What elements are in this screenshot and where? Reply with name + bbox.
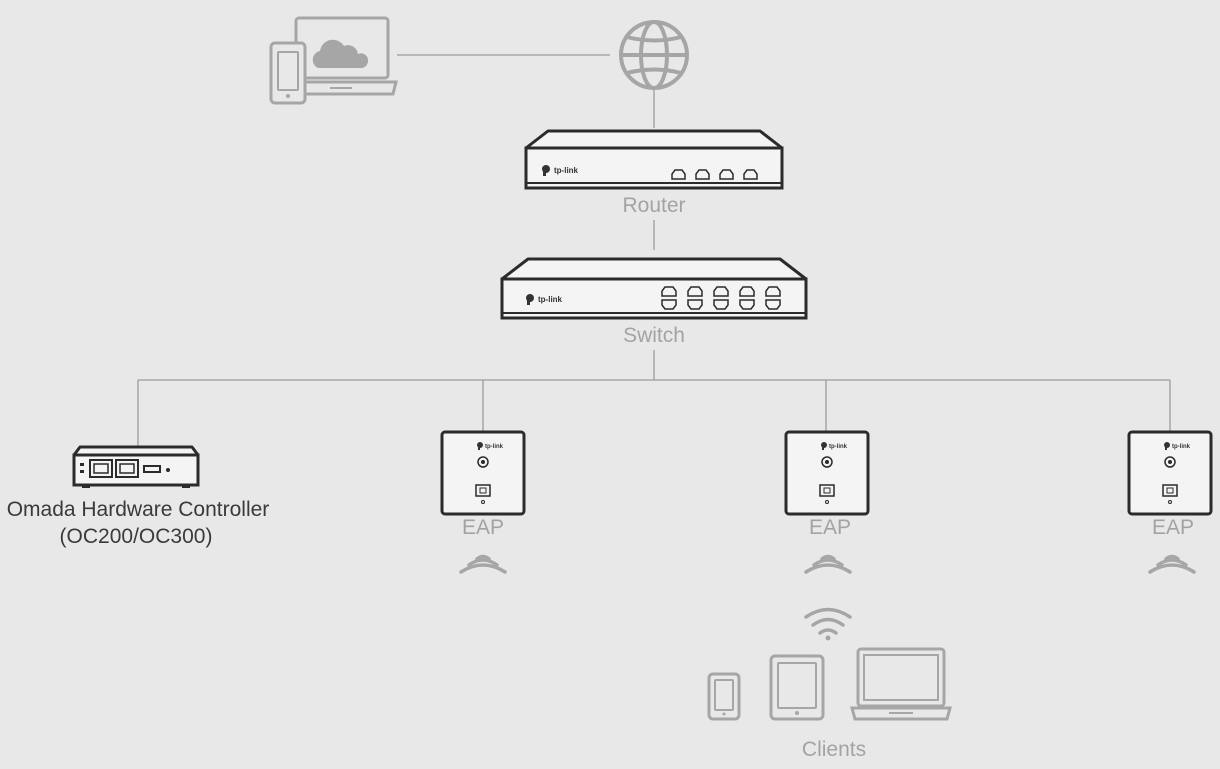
eap-3-label: EAP	[1151, 516, 1195, 539]
cloud-devices-icon	[269, 16, 398, 105]
laptop-icon	[850, 647, 952, 721]
clients-label: Clients	[801, 738, 867, 761]
wifi-signal-icon	[1148, 554, 1196, 574]
router-label: Router	[622, 194, 686, 217]
eap-1-brand-label: tp-link	[485, 444, 504, 450]
wifi-signal-icon	[459, 554, 507, 574]
eap-3-brand-label: tp-link	[1172, 444, 1191, 450]
router-icon: tp-link	[524, 129, 784, 190]
connection-lines	[137, 54, 1171, 447]
tablet-icon	[769, 654, 825, 721]
controller-label-line-2: (OC200/OC300)	[59, 525, 213, 548]
switch-icon: tp-link	[500, 257, 808, 320]
eap-2-label: EAP	[808, 516, 852, 539]
eap-icon: tp-link	[1127, 430, 1213, 516]
eap-2-brand-label: tp-link	[829, 444, 848, 450]
switch-brand-label: tp-link	[538, 295, 563, 304]
phone-icon	[707, 672, 741, 721]
wifi-signal-icon	[804, 607, 852, 641]
controller-icon	[72, 445, 200, 488]
eap-icon: tp-link	[784, 430, 870, 516]
controller-label-line-1: Omada Hardware Controller	[6, 498, 270, 521]
wifi-signal-icon	[804, 554, 852, 574]
switch-label: Switch	[623, 324, 685, 347]
eap-1-label: EAP	[461, 516, 505, 539]
router-brand-label: tp-link	[554, 166, 579, 175]
internet-globe-icon	[619, 20, 689, 90]
eap-icon: tp-link	[440, 430, 526, 516]
